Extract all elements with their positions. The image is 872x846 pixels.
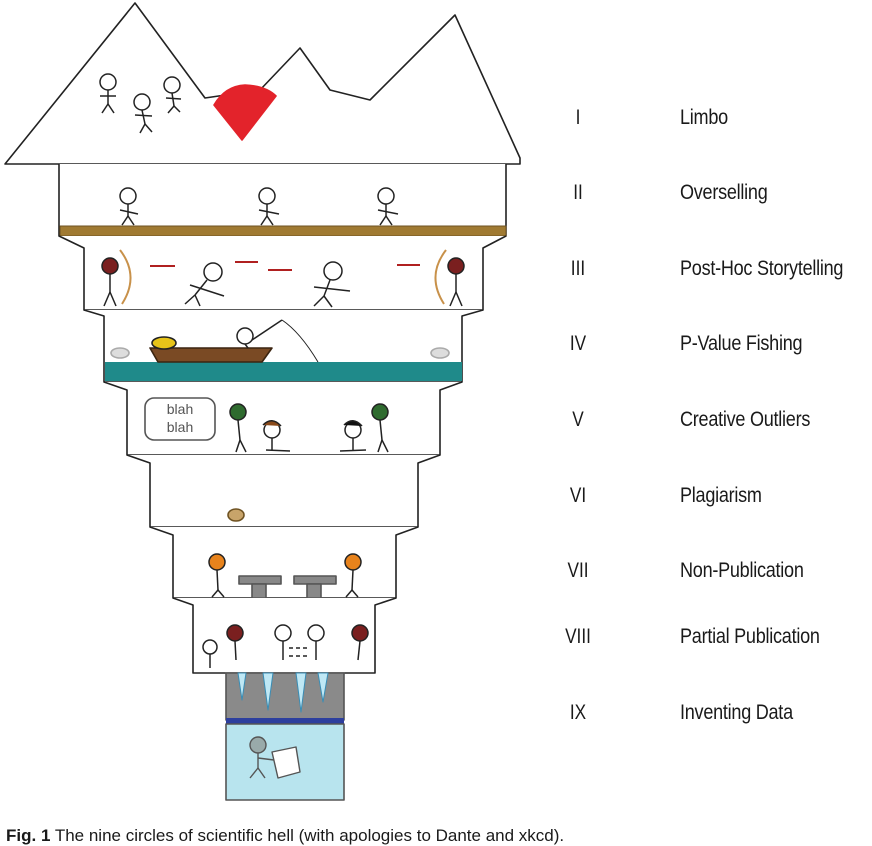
boat xyxy=(149,347,273,363)
circle-name: Creative Outliers xyxy=(680,408,811,431)
legend-row-circle-9: IX Inventing Data xyxy=(540,701,872,731)
circle-name: Overselling xyxy=(680,181,768,204)
circle-name: Limbo xyxy=(680,106,728,129)
circle-partial-publication-level xyxy=(172,597,397,674)
circle-numeral: V xyxy=(572,408,584,431)
circle-name: Plagiarism xyxy=(680,484,762,507)
arrows xyxy=(150,261,420,271)
sand-floor xyxy=(59,225,507,237)
circle-name: P-Value Fishing xyxy=(680,332,803,355)
legend-row-circle-6: VI Plagiarism xyxy=(540,484,872,514)
legend-row-circle-7: VII Non-Publication xyxy=(540,559,872,589)
circle-name: Non-Publication xyxy=(680,559,804,582)
circle-p-value-fishing-level xyxy=(83,309,484,383)
legend-row-circle-4: IV P-Value Fishing xyxy=(540,332,872,362)
blue-band xyxy=(226,718,344,724)
circle-name: Partial Publication xyxy=(680,625,820,648)
water-strip xyxy=(105,362,462,381)
circle-numeral: III xyxy=(570,257,586,280)
circle-overselling-level xyxy=(58,164,507,237)
circle-post-hoc-level xyxy=(58,235,507,311)
speech-bubble-line-1: blah xyxy=(167,401,193,417)
circle-name: Post-Hoc Storytelling xyxy=(680,257,844,280)
hell-funnel-diagram: blah blah xyxy=(4,2,521,801)
legend-row-circle-1: I Limbo xyxy=(540,106,872,136)
limbo-figures xyxy=(99,73,182,134)
circle-numeral: I xyxy=(575,106,581,129)
circle-plagiarism-level xyxy=(126,454,441,528)
circle-name: Inventing Data xyxy=(680,701,793,724)
figure-caption: Fig. 1 The nine circles of scientific he… xyxy=(6,826,866,846)
circle-limbo-mountain xyxy=(4,2,521,165)
circle-numeral: VIII xyxy=(565,625,591,648)
circle-numeral: II xyxy=(573,181,583,204)
archer-demons xyxy=(101,249,465,307)
circle-numeral: VI xyxy=(569,484,587,507)
legend-row-circle-8: VIII Partial Publication xyxy=(540,625,872,655)
speech-bubble-line-2: blah xyxy=(167,419,193,435)
sun-semicircle xyxy=(213,84,277,141)
circle-creative-outliers-level: blah blah xyxy=(103,381,463,456)
legend-row-circle-2: II Overselling xyxy=(540,181,872,211)
legend-row-circle-3: III Post-Hoc Storytelling xyxy=(540,257,872,287)
circle-numeral: VII xyxy=(567,559,589,582)
figure-label: Fig. 1 xyxy=(6,826,51,845)
speech-bubble xyxy=(144,397,216,441)
circle-numeral: IV xyxy=(569,332,587,355)
icicles xyxy=(237,672,329,713)
circle-inventing-data-level xyxy=(225,672,345,801)
legend-row-circle-5: V Creative Outliers xyxy=(540,408,872,438)
caption-text: The nine circles of scientific hell (wit… xyxy=(54,826,565,845)
circle-non-publication-level xyxy=(149,526,419,599)
circle-numeral: IX xyxy=(569,701,587,724)
